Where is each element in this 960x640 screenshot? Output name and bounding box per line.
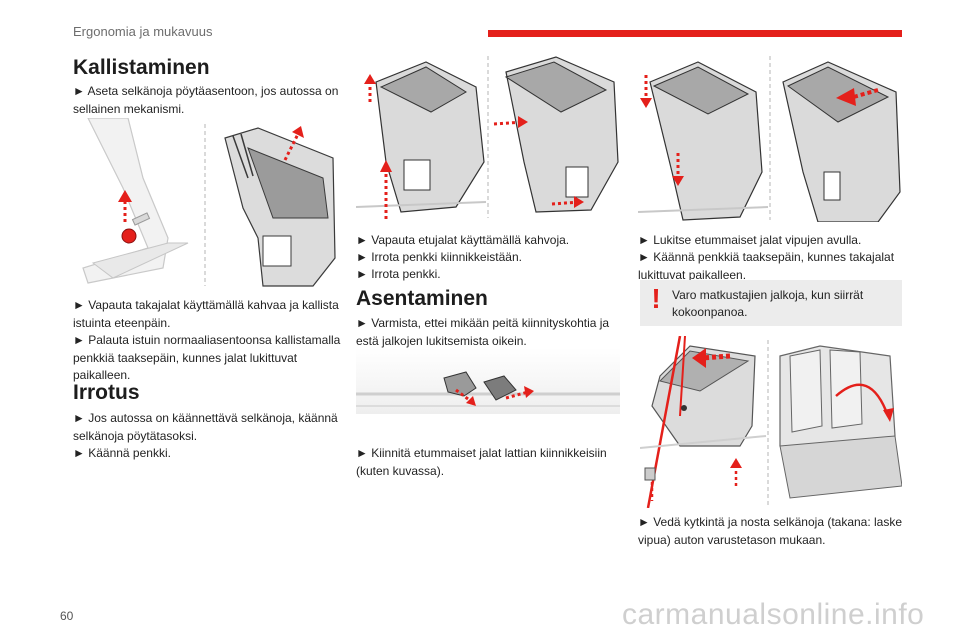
para-release-rear: ► Vapauta takajalat käyttämällä kahvaa j… (73, 298, 339, 330)
watermark: carmanualsonline.info (622, 598, 925, 631)
figure-raise-backrest (640, 336, 902, 508)
heading-tilt: Kallistaminen (73, 56, 210, 79)
figure-lock-front (638, 52, 902, 222)
para-turn-back: ► Käännä penkkiä taaksepäin, kunnes taka… (638, 250, 895, 282)
para-release-front: ► Vapauta etujalat käyttämällä kahvoja. (356, 233, 570, 247)
figure-floor-anchors (356, 348, 620, 414)
para-detach: ► Irrota penkki kiinnikkeistään. (356, 250, 522, 264)
para-fold-back: ► Jos autossa on käännettävä selkänoja, … (73, 411, 338, 443)
para-pull: ► Vedä kytkintä ja nosta selkänoja (taka… (638, 515, 903, 547)
warning-text: Varo matkustajien jalkoja, kun siirrät k… (672, 288, 864, 319)
para-restore: ► Palauta istuin normaaliasentoonsa kall… (73, 333, 341, 382)
page-number: 60 (60, 609, 74, 623)
para-tilt: ► Aseta selkänoja pöytäasentoon, jos aut… (73, 84, 339, 116)
para-remove: ► Irrota penkki. (356, 267, 441, 281)
figure-tilt-seat (73, 118, 337, 288)
header-accent-bar (488, 30, 902, 37)
warning-box (640, 280, 902, 326)
heading-remove: Irrotus (73, 381, 140, 404)
para-attach: ► Kiinnitä etummaiset jalat lattian kiin… (356, 446, 607, 478)
section-title: Ergonomia ja mukavuus (73, 24, 213, 39)
figure-release-front (356, 52, 620, 220)
para-check: ► Varmista, ettei mikään peitä kiinnitys… (356, 316, 610, 348)
para-turn-seat: ► Käännä penkki. (73, 446, 171, 460)
para-lock-front: ► Lukitse etummaiset jalat vipujen avull… (638, 233, 862, 247)
heading-install: Asentaminen (356, 287, 488, 310)
warning-icon: ! (651, 283, 661, 314)
